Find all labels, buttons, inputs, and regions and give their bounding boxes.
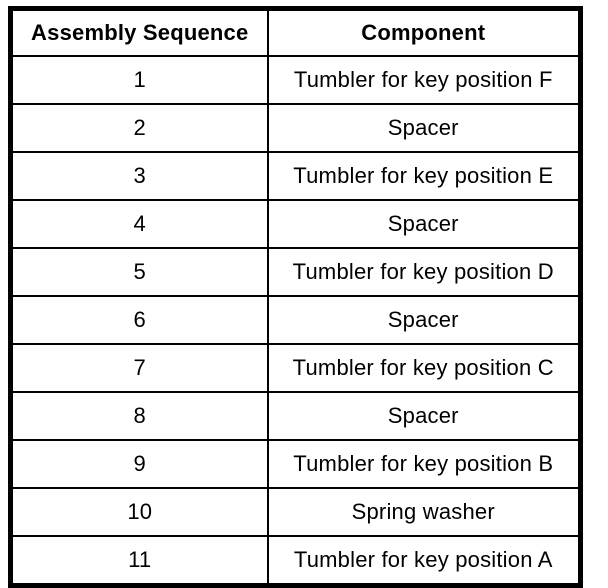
component-cell: Tumbler for key position C (266, 343, 582, 393)
table-row: 4 Spacer (9, 199, 582, 249)
table-row: 6 Spacer (9, 295, 582, 345)
table-row: 3 Tumbler for key position E (9, 151, 582, 201)
table-row: 2 Spacer (9, 103, 582, 153)
table-header-row: Assembly Sequence Component (9, 7, 582, 57)
table-row: 5 Tumbler for key position D (9, 247, 582, 297)
component-cell: Spacer (266, 103, 582, 153)
sequence-cell: 10 (9, 487, 269, 537)
component-cell: Spacer (266, 295, 582, 345)
sequence-cell: 9 (9, 439, 269, 489)
component-cell: Spacer (266, 391, 582, 441)
component-cell: Tumbler for key position D (266, 247, 582, 297)
table-row: 8 Spacer (9, 391, 582, 441)
sequence-cell: 3 (9, 151, 269, 201)
sequence-cell: 4 (9, 199, 269, 249)
sequence-cell: 11 (9, 535, 269, 587)
sequence-cell: 7 (9, 343, 269, 393)
sequence-cell: 1 (9, 55, 269, 105)
table-row: 10 Spring washer (9, 487, 582, 537)
table-row: 9 Tumbler for key position B (9, 439, 582, 489)
sequence-cell: 2 (9, 103, 269, 153)
table-row: 7 Tumbler for key position C (9, 343, 582, 393)
component-cell: Tumbler for key position F (266, 55, 582, 105)
component-cell: Tumbler for key position A (266, 535, 582, 587)
sequence-cell: 8 (9, 391, 269, 441)
table-row: 11 Tumbler for key position A (9, 535, 582, 587)
component-cell: Tumbler for key position E (266, 151, 582, 201)
sequence-cell: 6 (9, 295, 269, 345)
component-cell: Tumbler for key position B (266, 439, 582, 489)
assembly-sequence-table: Assembly Sequence Component 1 Tumbler fo… (8, 6, 583, 588)
component-cell: Spring washer (266, 487, 582, 537)
table-row: 1 Tumbler for key position F (9, 55, 582, 105)
sequence-cell: 5 (9, 247, 269, 297)
table-header-assembly-sequence: Assembly Sequence (9, 7, 269, 57)
table-header-component: Component (266, 7, 582, 57)
component-cell: Spacer (266, 199, 582, 249)
